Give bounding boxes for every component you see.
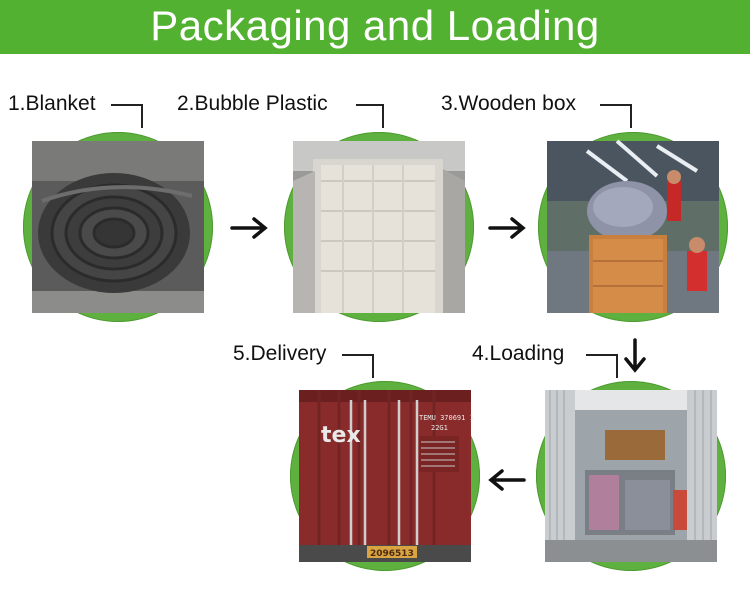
step-label-wooden-box: 3.Wooden box — [441, 92, 577, 115]
blanket-photo — [23, 132, 213, 322]
left-arrow-icon — [488, 469, 526, 491]
step-label-delivery: 5.Delivery — [233, 342, 327, 365]
container-code-text: 22G1 — [431, 424, 448, 432]
label-leader-line — [600, 104, 632, 128]
title-banner — [0, 0, 750, 54]
wooden-box-photo-image — [547, 139, 719, 313]
label-leader-line — [586, 354, 618, 378]
step-label-blanket: 1.Blanket — [8, 92, 96, 115]
right-arrow-icon — [230, 217, 268, 239]
container-brand-text: tex — [321, 423, 361, 448]
page-title: Packaging and Loading — [150, 2, 600, 49]
label-leader-line — [342, 354, 374, 378]
step-label-loading: 4.Loading — [472, 342, 565, 365]
down-arrow-icon — [624, 338, 646, 373]
container-number-text: TEMU 370691 1 — [419, 414, 474, 422]
step-label-bubble-plastic: 2.Bubble Plastic — [177, 92, 328, 115]
label-leader-line — [356, 104, 384, 128]
right-arrow-icon — [488, 217, 526, 239]
loading-photo-image — [545, 390, 717, 562]
bubble-plastic-photo — [284, 132, 474, 322]
delivery-photo: tex TEMU 370691 1 22G1 2096513 — [290, 381, 480, 571]
delivery-photo-image: tex TEMU 370691 1 22G1 2096513 — [299, 390, 474, 562]
wooden-box-photo — [538, 132, 728, 322]
seal-number-text: 2096513 — [370, 549, 414, 559]
blanket-photo-image — [32, 141, 204, 313]
loading-photo — [536, 381, 726, 571]
label-leader-line — [111, 104, 143, 128]
bubble-plastic-photo-image — [293, 141, 465, 313]
